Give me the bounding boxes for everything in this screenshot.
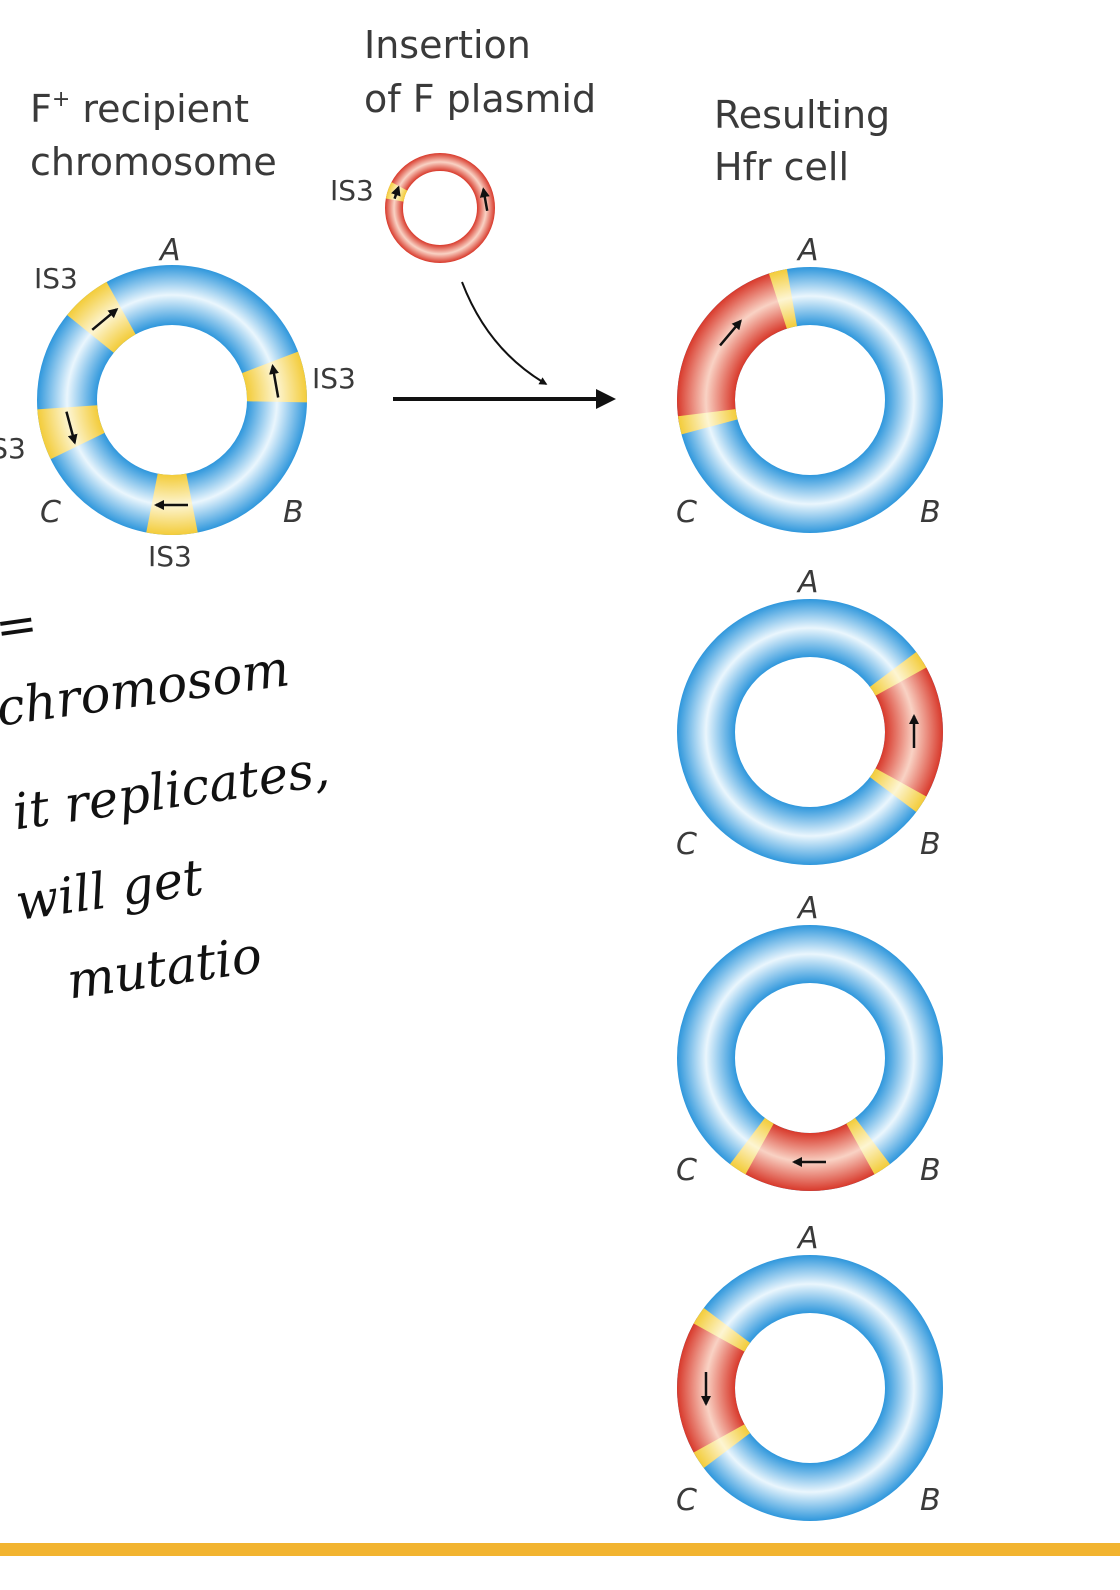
is3-label: IS3 [0,432,26,465]
direction-arrow-icon [479,187,490,212]
is3-element [869,768,927,813]
svg-text:it replicates,: it replicates, [9,740,332,842]
plasmid-curve-arrow [461,281,548,385]
handwritten-notes: / = chromosom it replicates, will get mu… [0,594,333,1011]
hfr-chromosome-ring [677,1255,943,1521]
is3-element [768,269,797,329]
is3-element [869,651,927,696]
gene-label-c: C [676,1483,697,1518]
direction-arrow-icon [269,364,280,398]
is3-element [693,1307,751,1352]
f-plasmid-ring [385,153,495,263]
direction-arrow-icon [719,319,742,347]
insertion-title: Insertion [364,23,531,67]
gene-label-b: B [920,1483,941,1518]
gene-label-b: B [920,1153,941,1188]
bottom-bar [0,1543,1120,1556]
f-plasmid-segment [873,661,943,803]
svg-text:chromosom: chromosom [0,639,293,737]
is3-label: IS3 [312,362,356,395]
gene-label-c: C [676,1153,697,1188]
is3-element [846,1117,891,1175]
gene-label-b: B [283,495,304,530]
gene-label-a: A [796,233,819,268]
svg-text:mutatio: mutatio [63,926,265,1011]
f-plasmid-segment [739,1121,881,1191]
hfr-chromosome-ring [677,925,943,1191]
svg-text:will get: will get [12,848,207,932]
is3-element [693,1424,751,1469]
is3-element [677,409,738,435]
direction-arrow-icon [391,185,401,200]
f-plasmid-segment [677,271,791,424]
gene-label-c: C [676,827,697,862]
is3-label: IS3 [330,174,374,207]
gene-label-b: B [920,495,941,530]
svg-text:=: = [0,594,41,657]
gene-label-b: B [920,827,941,862]
is3-label: IS3 [34,262,78,295]
recipient-title: F+ recipient [30,87,249,131]
is3-label: IS3 [148,540,192,573]
gene-label-a: A [796,1221,819,1256]
recipient-title-line2: chromosome [30,140,277,184]
gene-label-a: A [796,891,819,926]
gene-label-a: A [158,233,181,268]
insertion-title-line2: of F plasmid [364,77,596,121]
f-plasmid-segment [676,1317,747,1459]
gene-label-c: C [40,495,61,530]
gene-label-c: C [676,495,697,530]
result-title: Resulting [714,93,890,137]
direction-arrow-icon [91,307,119,331]
gene-label-a: A [796,565,819,600]
is3-element [67,281,136,353]
result-title-line2: Hfr cell [714,145,849,189]
direction-arrow-icon [65,411,78,445]
is3-element [729,1117,774,1175]
hfr-chromosome-ring [677,599,943,865]
